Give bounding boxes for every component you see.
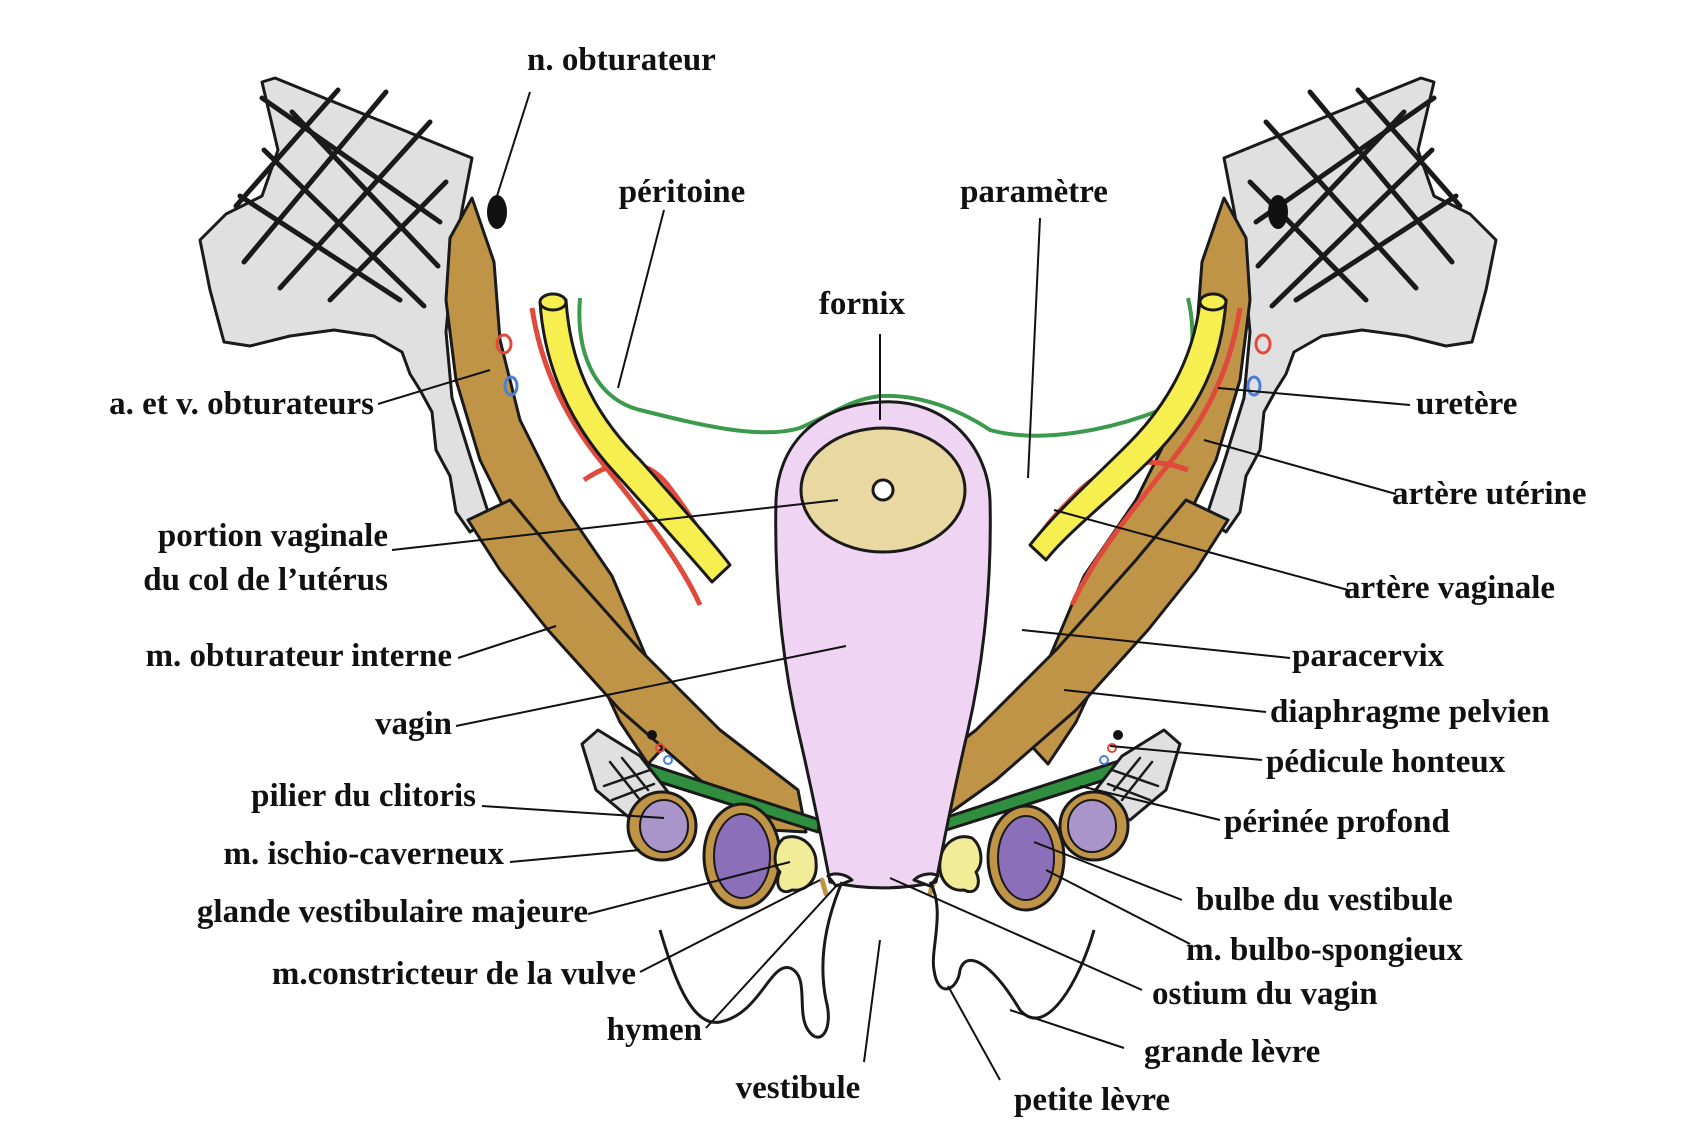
right-ramus-hatching xyxy=(1106,756,1160,802)
left-greater-vestibular-gland xyxy=(773,835,818,893)
right-ureter xyxy=(1028,298,1228,562)
label-m-constricteur-vulve: m.constricteur de la vulve xyxy=(272,956,636,992)
leader-lines xyxy=(377,91,1411,1081)
label-artere-uterine: artère utérine xyxy=(1392,476,1587,512)
left-obturator-nerve xyxy=(487,195,507,229)
label-perinee-profond: périnée profond xyxy=(1224,804,1450,840)
label-m-ischio-caverneux: m. ischio-caverneux xyxy=(224,836,505,872)
left-ramus-hatching xyxy=(602,756,656,802)
label-parametre: paramètre xyxy=(960,174,1108,210)
right-clitoral-crus xyxy=(1067,799,1117,853)
right-obturator-nerve xyxy=(1268,195,1288,229)
right-uterine-artery xyxy=(1069,307,1243,607)
label-paracervix: paracervix xyxy=(1292,638,1445,674)
label-portion-vaginale-2: du col de l’utérus xyxy=(143,562,388,598)
right-obturator-vein xyxy=(1246,375,1262,397)
left-pudendal-pedicle xyxy=(647,730,673,765)
label-uretere: uretère xyxy=(1416,386,1517,422)
left-obturator-artery xyxy=(495,333,513,355)
label-pedicule-honteux: pédicule honteux xyxy=(1266,744,1506,780)
label-petite-levre: petite lèvre xyxy=(1014,1082,1170,1118)
label-pilier-du-clitoris: pilier du clitoris xyxy=(251,778,476,814)
left-obturator-vein xyxy=(503,375,519,397)
label-hymen: hymen xyxy=(607,1012,702,1048)
label-glande-vestibulaire-majeure: glande vestibulaire majeure xyxy=(197,894,588,930)
label-m-obturateur-interne: m. obturateur interne xyxy=(146,638,452,674)
right-pudendal-pedicle xyxy=(1099,730,1123,765)
label-ostium-du-vagin: ostium du vagin xyxy=(1152,976,1378,1012)
external-os xyxy=(871,478,895,502)
labels: n. obturateur péritoine paramètre fornix… xyxy=(109,42,1586,1118)
right-greater-vestibular-gland xyxy=(938,835,983,893)
left-clitoral-crus xyxy=(639,799,689,853)
right-obturator-artery xyxy=(1254,333,1272,355)
left-ureter-opening xyxy=(538,292,568,312)
left-bone-hatching xyxy=(233,87,449,309)
right-ureter-opening xyxy=(1198,292,1228,312)
left-vestibular-bulb xyxy=(713,813,771,899)
label-vagin: vagin xyxy=(375,706,452,742)
right-vestibular-bulb xyxy=(997,815,1055,901)
right-vessels xyxy=(1028,292,1272,607)
label-artere-vaginale: artère vaginale xyxy=(1344,570,1555,606)
left-pelvic-diaphragm xyxy=(466,498,808,834)
label-bulbe-du-vestibule: bulbe du vestibule xyxy=(1196,882,1453,918)
label-a-v-obturateurs: a. et v. obturateurs xyxy=(109,386,374,422)
left-ureter xyxy=(538,298,732,584)
right-bone-hatching xyxy=(1247,87,1463,309)
left-vessels xyxy=(495,292,732,607)
label-portion-vaginale-1: portion vaginale xyxy=(158,518,388,554)
label-n-obturateur: n. obturateur xyxy=(527,42,716,78)
label-diaphragme-pelvien: diaphragme pelvien xyxy=(1270,694,1550,730)
left-labia xyxy=(658,881,844,1039)
left-uterine-artery xyxy=(529,307,703,607)
label-m-bulbo-spongieux: m. bulbo-spongieux xyxy=(1186,932,1463,968)
label-peritoine: péritoine xyxy=(619,174,745,210)
label-fornix: fornix xyxy=(819,286,906,322)
left-hymen xyxy=(826,872,854,888)
label-vestibule: vestibule xyxy=(736,1070,861,1106)
label-grande-levre: grande lèvre xyxy=(1144,1034,1320,1070)
right-labia xyxy=(928,881,1096,1020)
